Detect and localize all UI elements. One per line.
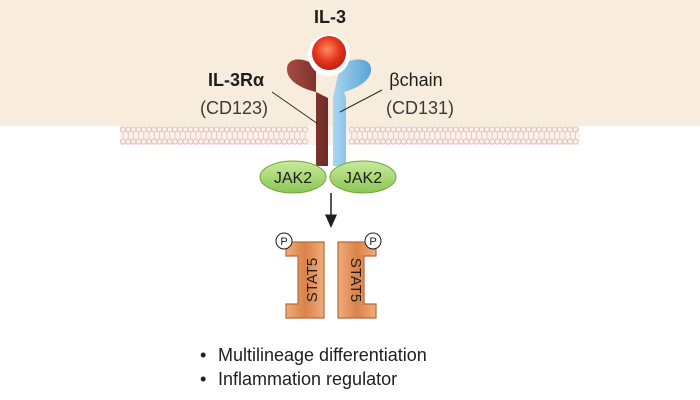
alpha-chain-name: IL-3Rα <box>208 70 264 90</box>
beta-chain-alias: (CD131) <box>386 98 454 118</box>
ligand-label: IL-3 <box>314 7 346 27</box>
beta-chain-name: βchain <box>389 70 442 90</box>
bullet-dot: • <box>200 369 207 389</box>
beta-chain <box>333 59 372 166</box>
outcome-list: • Multilineage differentiation • Inflammat… <box>200 343 427 391</box>
jak2-right-label: JAK2 <box>344 170 382 187</box>
stat5-right-label: STAT5 <box>347 258 364 302</box>
il3-ligand <box>308 34 350 76</box>
outcome-text: Inflammation regulator <box>218 369 398 389</box>
bullet-dot: • <box>200 345 207 365</box>
phospho-left-label: P <box>280 236 287 248</box>
alpha-pointer-line <box>271 91 319 125</box>
outcome-text: Multilineage differentiation <box>218 345 427 365</box>
phospho-right-label: P <box>369 236 376 248</box>
stat5-left-monomer <box>285 241 325 319</box>
stat5-right-monomer <box>337 241 377 319</box>
jak2-left: JAK2 <box>259 160 327 194</box>
outcome-item: • Multilineage differentiation <box>200 343 427 367</box>
phospho-right-badge: P <box>364 232 382 250</box>
jak2-left-label: JAK2 <box>274 170 312 187</box>
alpha-chain-alias: (CD123) <box>200 98 268 118</box>
phospho-left-badge: P <box>275 232 293 250</box>
beta-pointer-line <box>339 89 383 113</box>
jak2-right: JAK2 <box>329 160 397 194</box>
il3r-alpha-chain <box>286 59 328 166</box>
cell-membrane <box>119 126 580 145</box>
stat5-left-label: STAT5 <box>304 258 321 302</box>
outcome-item: • Inflammation regulator <box>200 367 427 391</box>
stat5-dimer: STAT5 STAT5 <box>285 241 377 319</box>
